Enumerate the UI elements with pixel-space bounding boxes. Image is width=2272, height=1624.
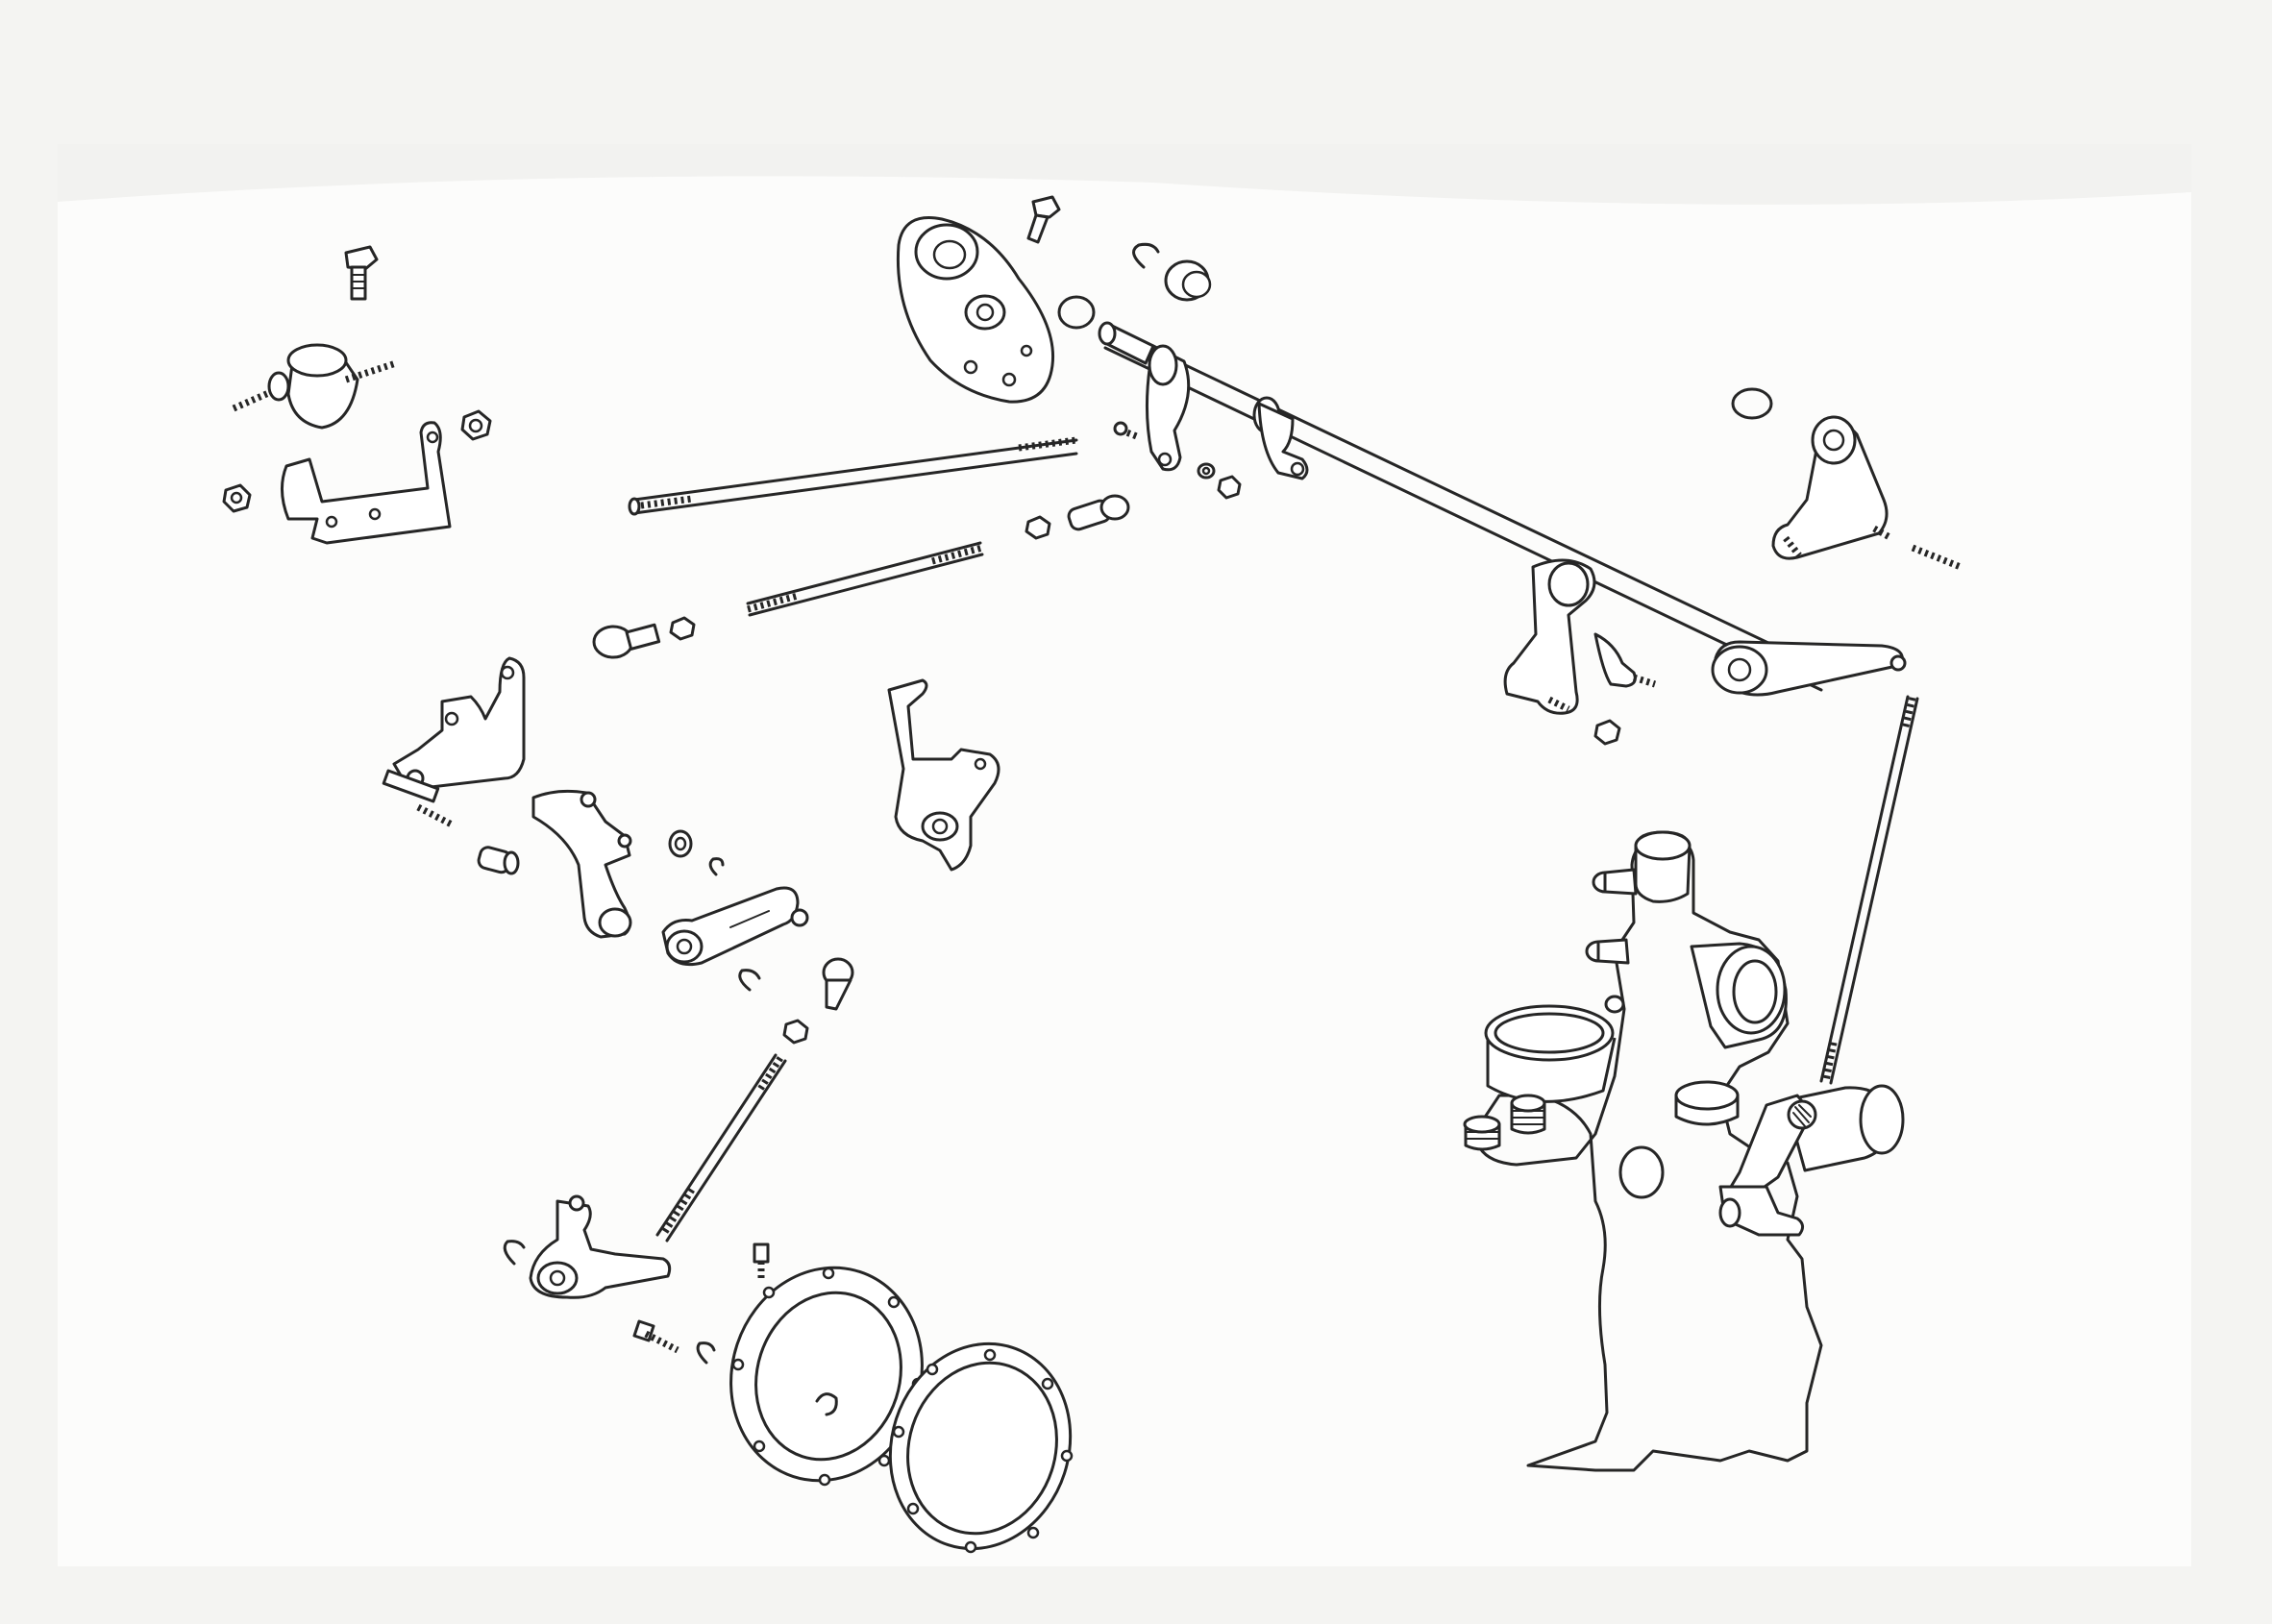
bearing-plate (896, 216, 1055, 404)
circlip-small-upper (708, 857, 725, 876)
ball-joint-center (822, 957, 854, 1011)
cross-shaft-group (896, 195, 1907, 746)
circlip-small-lower (738, 969, 761, 992)
center-linkage-group (382, 656, 1000, 1045)
hex-bolt-top-center (1026, 195, 1061, 244)
bell-crank-center (531, 789, 632, 939)
frost-plug-left (1463, 1115, 1501, 1151)
pivot-pin-left (382, 769, 454, 828)
gasket (888, 1341, 1074, 1554)
cover-clip-mark (815, 1392, 838, 1416)
circlip-right (1731, 387, 1773, 420)
hex-nut-center (782, 1019, 809, 1045)
hex-nut-rod-right (1025, 515, 1051, 540)
upper-rods-group (592, 436, 1130, 659)
circlip-upper (1132, 242, 1160, 269)
lever-arm-upper (1145, 344, 1191, 472)
lever-arm-shaft-middle (1257, 402, 1309, 480)
link-plate (661, 886, 809, 967)
engine-boss-upper (1592, 868, 1638, 896)
hex-nut-shaft (1217, 475, 1242, 500)
scan-shading (58, 144, 2191, 205)
right-bell-crank-group (1731, 387, 1963, 571)
ball-socket-left (592, 623, 661, 659)
circlip-ring (1057, 295, 1096, 330)
long-threaded-rod (628, 436, 1078, 516)
vertical-rod (1819, 695, 1919, 1085)
spacer-left (477, 846, 520, 875)
oil-cap (1484, 1004, 1617, 1103)
cover-plate (729, 1266, 925, 1487)
hex-nut-fork (1593, 719, 1621, 746)
cover-group (729, 1266, 1074, 1554)
lower-linkage-group (503, 1053, 787, 1365)
hex-nut-mount-right (460, 409, 492, 441)
circlip-lower-left (503, 1240, 526, 1266)
hex-nut-mount-left (222, 483, 252, 513)
circlip-lower-right (696, 1341, 716, 1365)
frost-plug-right (1510, 1094, 1546, 1135)
side-cap (1674, 1080, 1740, 1126)
lower-lever (529, 1194, 672, 1299)
stud-shaft-left (1113, 421, 1141, 441)
paper-sheet (58, 144, 2191, 1566)
engine-boss-lower (1604, 995, 1625, 1014)
bell-crank-right (1771, 415, 1893, 560)
bushing-upper (1164, 259, 1212, 302)
threaded-rod-middle (746, 541, 984, 617)
spring-washer-left (1197, 462, 1216, 480)
engine-block (1478, 830, 1823, 1472)
hex-nut-rod-left (669, 616, 696, 641)
inlet-pipe (1690, 942, 1788, 1049)
output-lever (1711, 640, 1907, 697)
mounting-bracket-left (281, 421, 452, 545)
carburettor-lever (1718, 1084, 1905, 1237)
engine-side-group (1463, 695, 1919, 1472)
lever-bracket-center (887, 678, 1000, 872)
rubber-mount (232, 343, 398, 430)
engine-boss-middle (1585, 938, 1630, 965)
bolt-lower (753, 1243, 770, 1278)
rubber-mount-group (222, 245, 492, 545)
round-boss (1618, 1145, 1665, 1199)
ball-socket-right (1067, 494, 1130, 531)
screw-lower-left (632, 1319, 679, 1354)
threaded-rod-lower (655, 1053, 787, 1243)
stud-right (1911, 544, 1963, 571)
shaft-fork-lower (1503, 558, 1657, 715)
hex-bolt-top-left (344, 245, 379, 301)
bushing-small (668, 829, 693, 858)
